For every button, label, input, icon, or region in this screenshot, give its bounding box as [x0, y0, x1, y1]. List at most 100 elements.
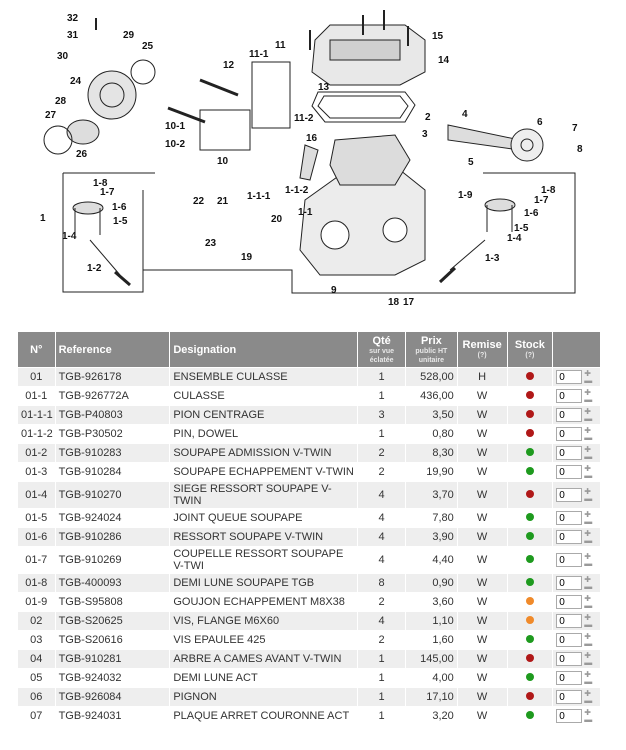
increment-icon[interactable]: ✚ — [584, 388, 591, 397]
callout-1-7-right: 1-7 — [534, 195, 549, 206]
cell-reference[interactable]: TGB-910284 — [55, 463, 170, 481]
order-qty-input[interactable] — [556, 488, 583, 502]
callout-24: 24 — [70, 76, 82, 87]
cell-reference[interactable]: TGB-P30502 — [55, 425, 170, 443]
order-qty-input[interactable] — [556, 370, 583, 384]
increment-icon[interactable]: ✚ — [584, 689, 591, 698]
cell-order: ✚▬ — [553, 425, 600, 443]
cell-price: 1,10 — [405, 612, 457, 630]
order-qty-input[interactable] — [556, 389, 583, 403]
increment-icon[interactable]: ✚ — [584, 613, 591, 622]
decrement-icon[interactable]: ▬ — [584, 376, 593, 385]
order-qty-input[interactable] — [556, 595, 583, 609]
order-qty-input[interactable] — [556, 614, 583, 628]
cell-reference[interactable]: TGB-910281 — [55, 650, 170, 668]
decrement-icon[interactable]: ▬ — [584, 620, 593, 629]
decrement-icon[interactable]: ▬ — [584, 559, 593, 568]
order-qty-input[interactable] — [556, 465, 583, 479]
order-quantity: ✚▬ — [556, 529, 597, 545]
cell-stock — [507, 707, 553, 725]
decrement-icon[interactable]: ▬ — [584, 517, 593, 526]
cell-reference[interactable]: TGB-924032 — [55, 669, 170, 687]
cell-stock — [507, 688, 553, 706]
cell-no: 02 — [18, 612, 55, 630]
increment-icon[interactable]: ✚ — [584, 369, 591, 378]
cell-reference[interactable]: TGB-926772A — [55, 387, 170, 405]
order-quantity: ✚▬ — [556, 594, 597, 610]
order-qty-input[interactable] — [556, 633, 583, 647]
order-qty-input[interactable] — [556, 709, 583, 723]
header-discount-help[interactable]: (?) — [477, 352, 487, 359]
stock-indicator-icon — [525, 597, 534, 605]
cell-price: 4,40 — [405, 547, 457, 573]
callout-5: 5 — [468, 157, 474, 168]
decrement-icon[interactable]: ▬ — [584, 433, 593, 442]
cell-reference[interactable]: TGB-924031 — [55, 707, 170, 725]
decrement-icon[interactable]: ▬ — [584, 601, 593, 610]
cell-reference[interactable]: TGB-S95808 — [55, 593, 170, 611]
decrement-icon[interactable]: ▬ — [584, 395, 593, 404]
decrement-icon[interactable]: ▬ — [584, 658, 593, 667]
order-qty-input[interactable] — [556, 671, 583, 685]
order-qty-input[interactable] — [556, 427, 583, 441]
cell-price: 17,10 — [405, 688, 457, 706]
decrement-icon[interactable]: ▬ — [584, 677, 593, 686]
order-qty-input[interactable] — [556, 408, 583, 422]
order-qty-input[interactable] — [556, 511, 583, 525]
callout-25: 25 — [142, 41, 154, 52]
decrement-icon[interactable]: ▬ — [584, 471, 593, 480]
cell-reference[interactable]: TGB-910269 — [55, 547, 170, 573]
order-qty-input[interactable] — [556, 576, 583, 590]
qty-stepper: ✚▬ — [584, 426, 593, 442]
increment-icon[interactable]: ✚ — [584, 510, 591, 519]
cell-reference[interactable]: TGB-926084 — [55, 688, 170, 706]
cell-qty: 2 — [358, 463, 405, 481]
callout-4: 4 — [462, 109, 468, 120]
decrement-icon[interactable]: ▬ — [584, 696, 593, 705]
cell-reference[interactable]: TGB-910270 — [55, 482, 170, 508]
decrement-icon[interactable]: ▬ — [584, 715, 593, 724]
increment-icon[interactable]: ✚ — [584, 464, 591, 473]
cell-reference[interactable]: TGB-S20625 — [55, 612, 170, 630]
cell-reference[interactable]: TGB-400093 — [55, 574, 170, 592]
increment-icon[interactable]: ✚ — [584, 708, 591, 717]
decrement-icon[interactable]: ▬ — [584, 639, 593, 648]
decrement-icon[interactable]: ▬ — [584, 536, 593, 545]
increment-icon[interactable]: ✚ — [584, 575, 591, 584]
cell-reference[interactable]: TGB-S20616 — [55, 631, 170, 649]
cell-order: ✚▬ — [553, 463, 600, 481]
order-qty-input[interactable] — [556, 446, 583, 460]
cell-reference[interactable]: TGB-910283 — [55, 444, 170, 462]
increment-icon[interactable]: ✚ — [584, 445, 591, 454]
order-qty-input[interactable] — [556, 530, 583, 544]
increment-icon[interactable]: ✚ — [584, 529, 591, 538]
cell-reference[interactable]: TGB-P40803 — [55, 406, 170, 424]
order-quantity: ✚▬ — [556, 369, 597, 385]
cell-reference[interactable]: TGB-910286 — [55, 528, 170, 546]
increment-icon[interactable]: ✚ — [584, 426, 591, 435]
cell-reference[interactable]: TGB-926178 — [55, 368, 170, 386]
cell-stock — [507, 425, 553, 443]
increment-icon[interactable]: ✚ — [584, 487, 591, 496]
header-stock-help[interactable]: (?) — [525, 352, 535, 359]
callout-1-5-right: 1-5 — [514, 223, 529, 234]
increment-icon[interactable]: ✚ — [584, 407, 591, 416]
decrement-icon[interactable]: ▬ — [584, 582, 593, 591]
order-qty-input[interactable] — [556, 652, 583, 666]
header-stock: Stock (?) — [507, 332, 553, 367]
increment-icon[interactable]: ✚ — [584, 670, 591, 679]
order-qty-input[interactable] — [556, 553, 583, 567]
order-qty-input[interactable] — [556, 690, 583, 704]
increment-icon[interactable]: ✚ — [584, 594, 591, 603]
callout-31: 31 — [67, 30, 79, 41]
parts-table: N° Reference Designation Qté sur vue écl… — [17, 331, 601, 726]
decrement-icon[interactable]: ▬ — [584, 414, 593, 423]
decrement-icon[interactable]: ▬ — [584, 494, 593, 503]
decrement-icon[interactable]: ▬ — [584, 452, 593, 461]
increment-icon[interactable]: ✚ — [584, 552, 591, 561]
increment-icon[interactable]: ✚ — [584, 651, 591, 660]
cell-order: ✚▬ — [553, 444, 600, 462]
increment-icon[interactable]: ✚ — [584, 632, 591, 641]
cell-reference[interactable]: TGB-924024 — [55, 509, 170, 527]
